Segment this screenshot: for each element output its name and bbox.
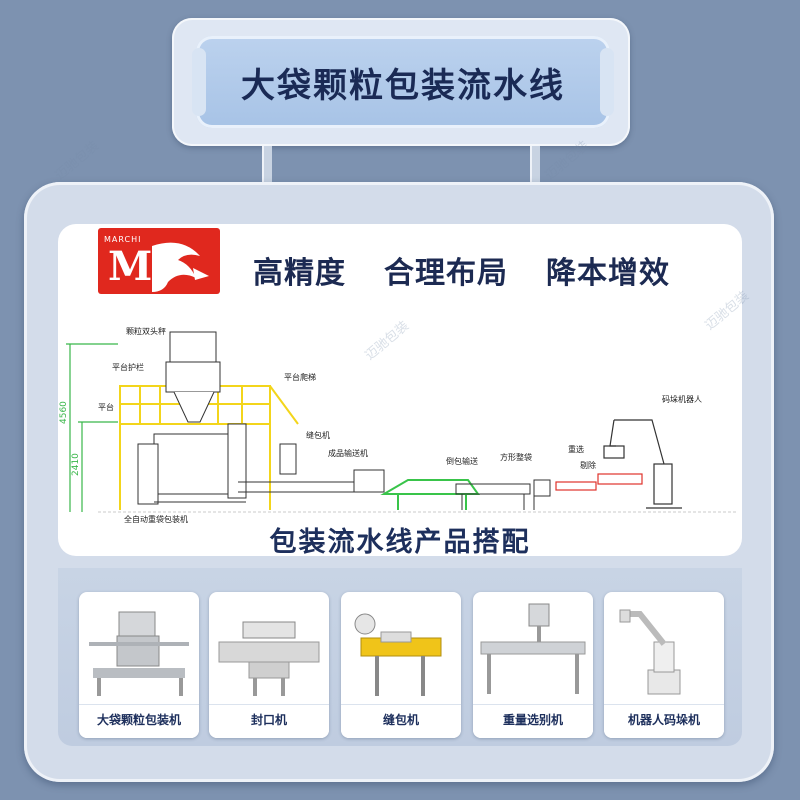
- tagline: 高精度 合理布局 降本增效: [253, 248, 670, 292]
- product-card-sealer[interactable]: 封口机: [209, 592, 329, 738]
- bag-sewing-machine-icon: [354, 613, 442, 696]
- weigher: [137, 331, 385, 505]
- product-card-checkweigher[interactable]: 重量选别机: [473, 592, 593, 738]
- label-shaping: 方形整袋: [500, 452, 532, 462]
- label-guard: 平台护栏: [112, 362, 144, 372]
- palletizing-robot-icon: [619, 609, 681, 695]
- label-robot: 码垛机器人: [662, 394, 702, 404]
- line-diagram: 4560 2410: [59, 326, 738, 524]
- dimension-lines: [66, 343, 118, 512]
- product-card-robot[interactable]: 机器人码垛机: [604, 592, 724, 738]
- label-packer: 全自动重袋包装机: [124, 514, 188, 524]
- label-reject: 剔除: [580, 460, 596, 470]
- product-card-sewing[interactable]: 缝包机: [341, 592, 461, 738]
- sign-post-left: [262, 146, 272, 190]
- check-weigher-icon: [480, 603, 586, 694]
- logo-brand: MARCHI: [104, 235, 142, 244]
- label-conveyor: 成品输送机: [328, 448, 368, 458]
- sign-post-right: [530, 146, 540, 190]
- plate-cap-right: [600, 48, 614, 116]
- product-label: 缝包机: [341, 704, 461, 738]
- tagline-2: 合理布局: [384, 256, 508, 291]
- title-plate: 大袋颗粒包装流水线: [192, 36, 614, 128]
- label-sewing: 缝包机: [306, 430, 330, 440]
- label-tilt: 倒包输送: [446, 456, 478, 466]
- dim-2410: 2410: [71, 453, 81, 476]
- dim-4560: 4560: [59, 401, 69, 424]
- line-panel: MARCHI M 高精度 合理布局 降本增效 4560 2410: [58, 224, 742, 556]
- product-label: 封口机: [209, 704, 329, 738]
- svg-text:M: M: [108, 243, 152, 290]
- label-check: 重选: [568, 444, 584, 454]
- tagline-1: 高精度: [253, 256, 346, 291]
- sealing-machine-icon: [218, 621, 320, 696]
- product-label: 重量选别机: [473, 704, 593, 738]
- page-title: 大袋颗粒包装流水线: [241, 65, 565, 106]
- tagline-3: 降本增效: [546, 256, 670, 291]
- reject-conveyor: [555, 473, 643, 491]
- label-weigher: 颗粒双头秤: [126, 326, 166, 336]
- logo-mark-icon: M: [108, 242, 209, 292]
- check-weigher: [533, 479, 551, 510]
- product-label: 机器人码垛机: [604, 704, 724, 738]
- robot: [603, 419, 682, 509]
- watermark: 迈驰包装: [52, 138, 103, 184]
- bulk-bag-packer-icon: [89, 611, 189, 696]
- tilt-conveyor: [380, 479, 480, 510]
- plate-cap-left: [192, 48, 206, 116]
- combo-title: 包装流水线产品搭配: [269, 527, 531, 558]
- product-label: 大袋颗粒包装机: [79, 704, 199, 738]
- marchi-logo: MARCHI M: [98, 228, 220, 294]
- label-platform: 平台: [98, 402, 114, 412]
- product-card-packer[interactable]: 大袋颗粒包装机: [79, 592, 199, 738]
- shaping-conveyor: [455, 483, 531, 510]
- label-ladder: 平台爬梯: [284, 372, 316, 382]
